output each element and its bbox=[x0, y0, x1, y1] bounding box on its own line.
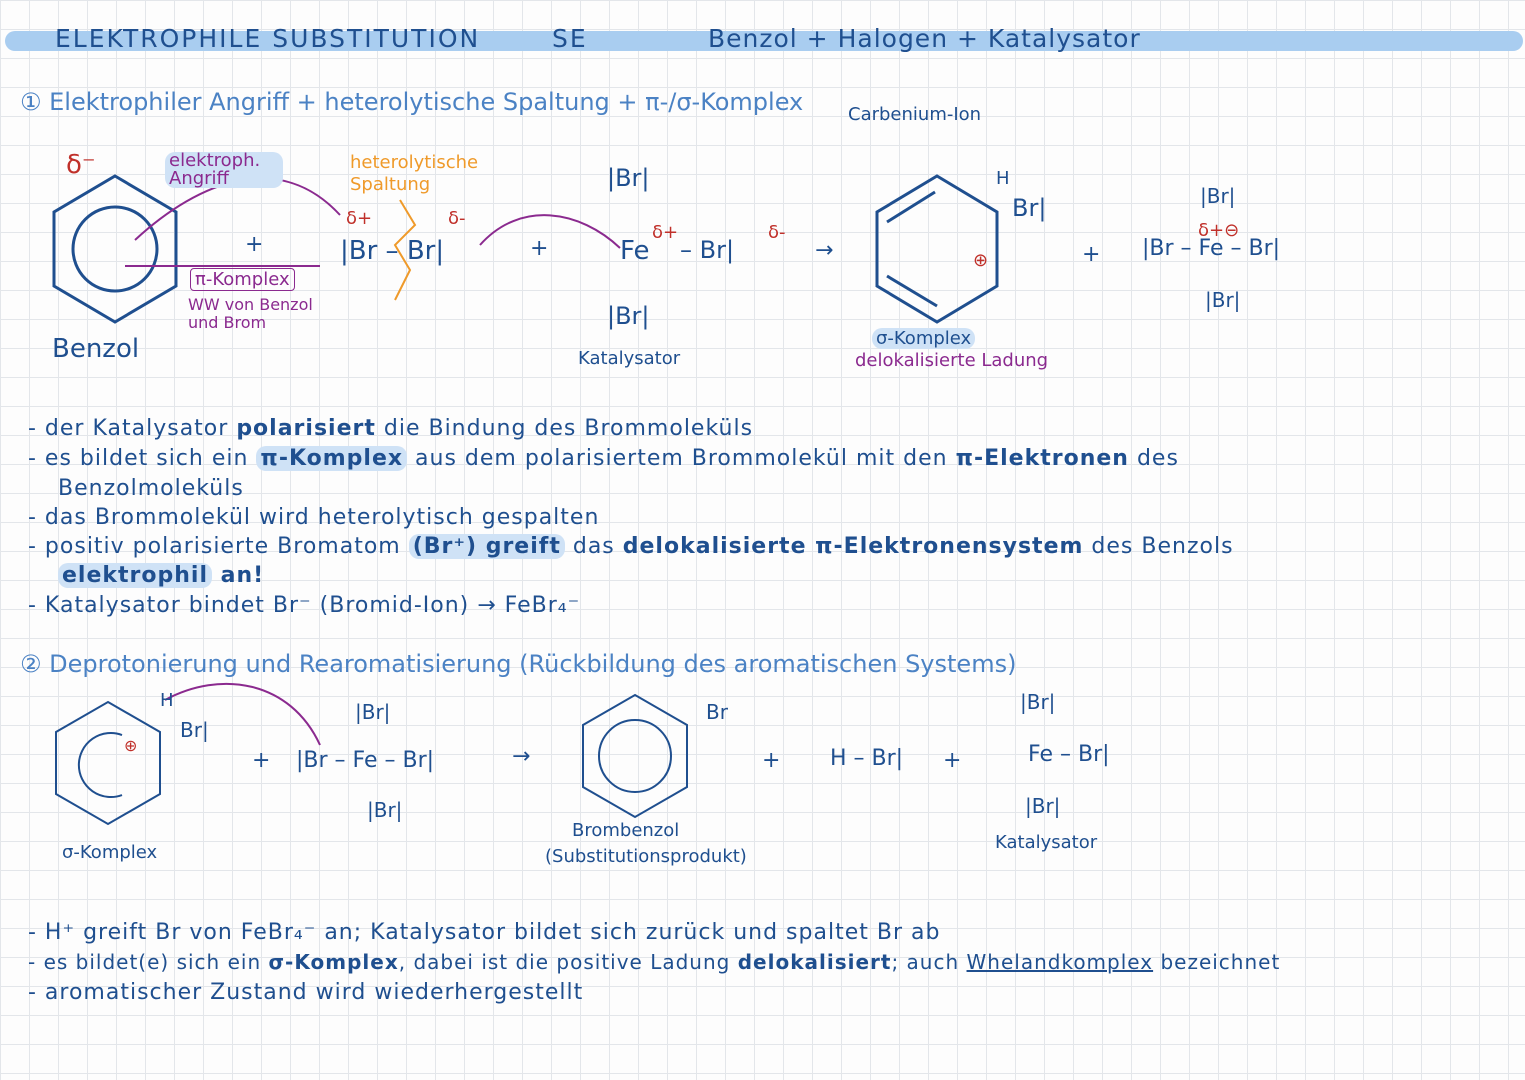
brombenzene-ring bbox=[582, 693, 688, 819]
elektroph-angriff-label: elektroph. Angriff bbox=[165, 152, 283, 188]
benzene-ring bbox=[52, 174, 178, 324]
cat-top: |Br| bbox=[1020, 690, 1056, 714]
bullet-2-cont: Benzolmoleküls bbox=[58, 476, 244, 501]
section2-heading: ② Deprotonierung und Rearomatisierung (R… bbox=[20, 650, 1017, 678]
bullet-2: - es bildet sich ein π-Komplex aus dem p… bbox=[28, 446, 1179, 471]
reaction-arrow-1: → bbox=[815, 238, 834, 263]
deprotonation-arrow bbox=[164, 682, 321, 746]
brombenzol-label: Brombenzol bbox=[572, 820, 680, 841]
s2-katalysator: Katalysator bbox=[995, 832, 1098, 853]
s2-plus-1: + bbox=[252, 748, 271, 773]
ww-label: WW von Benzol und Brom bbox=[188, 295, 313, 332]
br-delta-minus-2: δ- bbox=[768, 222, 786, 243]
plus-sign: + bbox=[245, 232, 264, 257]
s2-br: Br| bbox=[180, 718, 209, 742]
febr4-bottom: |Br| bbox=[1205, 288, 1241, 312]
s2-bullet-1: - H⁺ greift Br von FeBr₄⁻ an; Katalysato… bbox=[28, 920, 941, 945]
title-reaction: Benzol + Halogen + Katalysator bbox=[708, 24, 1141, 53]
bullet-4-cont: elektrophil an! bbox=[58, 563, 264, 588]
pi-komplex-label: π-Komplex bbox=[190, 268, 295, 291]
sigma-komplex-label: σ-Komplex bbox=[872, 328, 976, 349]
sigma-complex-ring-2 bbox=[55, 700, 161, 826]
hbr: H – Br| bbox=[830, 746, 904, 771]
br-delta-plus: δ+ bbox=[346, 208, 373, 229]
s2-plus-charge: ⊕ bbox=[124, 736, 138, 755]
br-delta-minus: δ- bbox=[448, 208, 466, 229]
s2-febr4-bottom: |Br| bbox=[367, 798, 403, 822]
febr4-charge: δ+⊖ bbox=[1198, 220, 1240, 241]
title-abbr: SE bbox=[552, 24, 588, 53]
heterolytische-spaltung-label: heterolytische Spaltung bbox=[350, 152, 479, 195]
s2-bullet-3: - aromatischer Zustand wird wiederherges… bbox=[28, 980, 584, 1005]
s2-plus-2: + bbox=[762, 748, 781, 773]
s2-arrow: → bbox=[512, 744, 531, 769]
carbenium-label: Carbenium-Ion bbox=[848, 104, 982, 125]
plus-sign-3: + bbox=[1082, 242, 1101, 267]
brombenzol-br: Br bbox=[706, 700, 728, 724]
febr3-bottom-br: |Br| bbox=[607, 302, 650, 330]
title-highlight bbox=[5, 31, 1523, 51]
febr4-mid: |Br – Fe – Br| bbox=[1142, 236, 1281, 261]
sigma-complex-ring bbox=[875, 174, 999, 324]
cat-mid: Fe – Br| bbox=[1028, 742, 1110, 767]
delok-label: delokalisierte Ladung bbox=[855, 350, 1049, 371]
delta-minus-label: δ⁻ bbox=[66, 150, 96, 180]
page-title: ELEKTROPHILE SUBSTITUTION bbox=[55, 24, 481, 53]
bullet-5: - Katalysator bindet Br⁻ (Bromid-Ion) → … bbox=[28, 593, 581, 618]
aromatic-circle bbox=[71, 205, 159, 293]
sigma-h: H bbox=[996, 168, 1010, 189]
febr3-right-br: – Br| bbox=[680, 236, 735, 264]
electron-arrow bbox=[479, 214, 621, 249]
bullet-3: - das Brommolekül wird heterolytisch ges… bbox=[28, 505, 600, 530]
katalysator-label: Katalysator bbox=[578, 348, 681, 369]
s2-plus-3: + bbox=[943, 748, 962, 773]
s2-febr4-top: |Br| bbox=[355, 700, 391, 724]
bullet-1: - der Katalysator polarisiert die Bindun… bbox=[28, 416, 754, 441]
section1-heading: ① Elektrophiler Angriff + heterolytische… bbox=[20, 88, 804, 116]
benzol-label: Benzol bbox=[52, 334, 140, 364]
br2-molecule: |Br – Br| bbox=[340, 236, 445, 266]
positive-charge: ⊕ bbox=[973, 250, 989, 271]
plus-sign-2: + bbox=[530, 236, 549, 261]
s2-febr4: |Br – Fe – Br| bbox=[296, 748, 435, 773]
febr3-fe: Fe bbox=[620, 236, 650, 266]
bullet-4: - positiv polarisierte Bromatom (Br⁺) gr… bbox=[28, 534, 1234, 559]
sigma-br: Br| bbox=[1012, 194, 1047, 222]
febr4-top: |Br| bbox=[1200, 184, 1236, 208]
cat-bottom: |Br| bbox=[1025, 794, 1061, 818]
cleavage-zigzag bbox=[393, 199, 417, 301]
s2-bullet-2: - es bildet(e) sich ein σ-Komplex, dabei… bbox=[28, 950, 1281, 974]
s2-h: H bbox=[160, 690, 174, 711]
brombenzene-circle bbox=[598, 719, 672, 793]
febr3-top-br: |Br| bbox=[607, 164, 650, 192]
s2-sigma-komplex: σ-Komplex bbox=[62, 842, 158, 863]
substitutionsprodukt-label: (Substitutionsprodukt) bbox=[545, 846, 747, 867]
fe-delta-plus: δ+ bbox=[652, 222, 679, 243]
